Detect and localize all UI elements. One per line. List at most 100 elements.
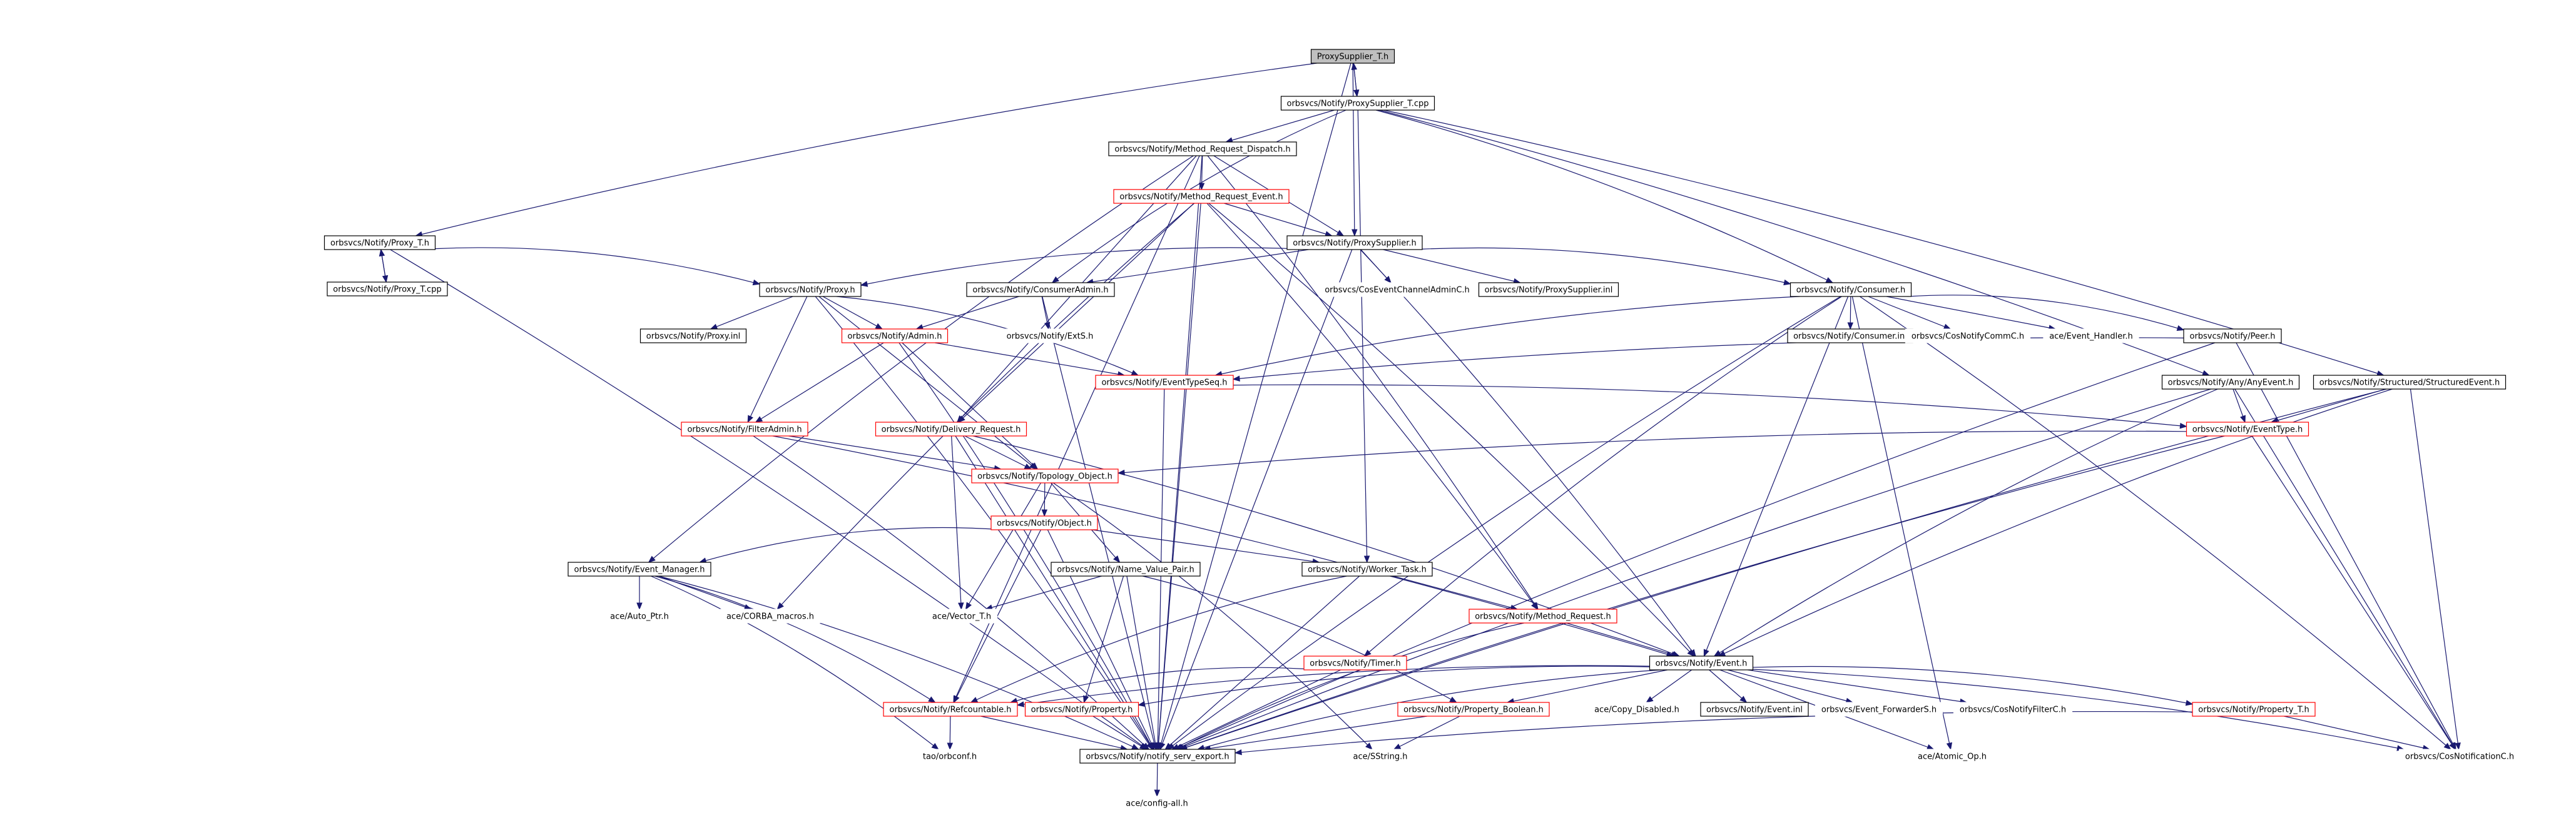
graph-node[interactable]: orbsvcs/Notify/Property_T.h [2192, 702, 2316, 717]
node-box [681, 422, 808, 437]
node-box [2192, 702, 2316, 717]
arrowhead [2176, 325, 2185, 332]
arrowhead [1531, 602, 1538, 610]
graph-node[interactable]: orbsvcs/Notify/Structured/StructuredEven… [2313, 375, 2507, 390]
dependency-edge [1159, 249, 1353, 750]
node-box [759, 282, 862, 297]
graph-node[interactable]: ace/config-all.h [1119, 796, 1194, 811]
node-box [1347, 749, 1414, 764]
graph-node[interactable]: orbsvcs/Notify/Any/AnyEvent.h [2161, 375, 2300, 390]
graph-node[interactable]: orbsvcs/Notify/Proxy_T.h [323, 235, 436, 250]
graph-node[interactable]: orbsvcs/Notify/Refcountable.h [883, 702, 1018, 717]
node-box [916, 749, 984, 764]
node-label: orbsvcs/Notify/Structured/StructuredEven… [2319, 378, 2500, 388]
graph-node[interactable]: orbsvcs/CosNotificationC.h [2398, 749, 2521, 764]
graph-node[interactable]: ace/SString.h [1347, 749, 1414, 764]
arrowhead [1138, 701, 1146, 707]
dependency-edge [1017, 665, 1650, 706]
graph-node[interactable]: orbsvcs/Notify/Topology_Object.h [971, 468, 1119, 483]
nodes-layer: ProxySupplier_T.h orbsvcs/Notify/ProxySup… [323, 49, 2521, 811]
node-box [1953, 702, 2073, 717]
node-label: ace/Vector_T.h [932, 612, 991, 622]
arrowhead [1393, 744, 1402, 750]
dependency-edge [934, 342, 1125, 376]
dependency-edge [788, 435, 1001, 470]
graph-node[interactable]: orbsvcs/Notify/ProxySupplier.h [1286, 235, 1423, 250]
graph-node[interactable]: orbsvcs/Notify/EventType.h [2186, 422, 2309, 437]
node-label: ace/Event_Handler.h [2049, 332, 2133, 342]
graph-node[interactable]: orbsvcs/Notify/ConsumerAdmin.h [966, 282, 1115, 297]
arrowhead [1131, 370, 1139, 376]
node-box [2043, 328, 2139, 343]
graph-node[interactable]: orbsvcs/CosNotifyCommC.h [1905, 328, 2031, 343]
graph-node[interactable]: orbsvcs/Event_ForwarderS.h [1815, 702, 1943, 717]
node-box [2398, 749, 2521, 764]
arrowhead [1159, 742, 1166, 751]
graph-node[interactable]: ace/CORBA_macros.h [720, 609, 821, 624]
graph-node[interactable]: ace/Vector_T.h [925, 609, 998, 624]
node-box [604, 609, 675, 624]
graph-node[interactable]: orbsvcs/Notify/Consumer.h [1789, 282, 1912, 297]
graph-node[interactable]: orbsvcs/Notify/Property.h [1024, 702, 1139, 717]
dependency-edge [951, 435, 962, 610]
arrowhead [1713, 650, 1722, 657]
graph-node[interactable]: orbsvcs/Notify/ProxySupplier_T.cpp [1280, 96, 1435, 111]
graph-node[interactable]: orbsvcs/Notify/Event.h [1649, 656, 1754, 671]
arrowhead [1365, 742, 1373, 750]
arrowhead [1739, 696, 1748, 703]
graph-node[interactable]: orbsvcs/Notify/Event.inl [1700, 702, 1809, 717]
dependency-edge [1352, 63, 1355, 236]
arrowhead [1703, 649, 1709, 657]
graph-node[interactable]: ace/Copy_Disabled.h [1588, 702, 1686, 717]
graph-node[interactable]: orbsvcs/Notify/Proxy.inl [639, 328, 747, 343]
dependency-edge [776, 203, 1195, 610]
node-label: orbsvcs/Notify/Delivery_Request.h [882, 425, 1021, 435]
graph-node[interactable]: orbsvcs/Notify/ExtS.h [1000, 328, 1100, 343]
graph-node[interactable]: ace/Auto_Ptr.h [604, 609, 675, 624]
graph-node[interactable]: orbsvcs/Notify/Name_Value_Pair.h [1051, 562, 1201, 577]
graph-node[interactable]: orbsvcs/Notify/ProxySupplier.inl [1478, 282, 1619, 297]
dependency-edge [1565, 622, 1679, 657]
graph-node[interactable]: orbsvcs/Notify/Method_Request_Dispatch.h [1108, 141, 1297, 156]
dependency-edge [1224, 203, 1332, 236]
node-label: ace/config-all.h [1126, 799, 1188, 809]
graph-node[interactable]: orbsvcs/CosEventChannelAdminC.h [1318, 282, 1476, 297]
node-box [1905, 328, 2031, 343]
dependency-edge [1907, 295, 2184, 331]
graph-node[interactable]: orbsvcs/CosNotifyFilterC.h [1953, 702, 2073, 717]
graph-node[interactable]: orbsvcs/Notify/Method_Request_Event.h [1113, 189, 1290, 204]
node-label: orbsvcs/Notify/Event.h [1656, 659, 1748, 669]
graph-node[interactable]: orbsvcs/Notify/Property_Boolean.h [1397, 702, 1550, 717]
graph-node[interactable]: orbsvcs/Notify/Timer.h [1303, 656, 1407, 671]
graph-node[interactable]: orbsvcs/Notify/Method_Request.h [1469, 609, 1617, 624]
arrowhead [1031, 462, 1039, 470]
arrowhead [1336, 230, 1345, 236]
node-label: orbsvcs/Notify/Any/AnyEvent.h [2168, 378, 2294, 388]
graph-node[interactable]: orbsvcs/Notify/Object.h [990, 515, 1098, 530]
graph-node[interactable]: orbsvcs/Notify/Delivery_Request.h [875, 422, 1027, 437]
graph-node[interactable]: orbsvcs/Notify/Worker_Task.h [1301, 562, 1433, 577]
graph-node[interactable]: orbsvcs/Notify/Proxy_T.cpp [327, 281, 448, 296]
graph-node[interactable]: orbsvcs/Notify/Consumer.inl [1787, 328, 1913, 343]
node-box [327, 281, 448, 296]
graph-node[interactable]: ace/Event_Handler.h [2043, 328, 2139, 343]
node-box [1280, 96, 1435, 111]
node-label: orbsvcs/CosNotificationC.h [2405, 752, 2514, 762]
graph-node[interactable]: ProxySupplier_T.h [1310, 49, 1395, 64]
dependency-edge [1235, 711, 2193, 754]
arrowhead [1117, 469, 1125, 476]
arrowhead [953, 695, 960, 704]
graph-node[interactable]: orbsvcs/Notify/notify_serv_export.h [1079, 749, 1236, 764]
dependency-edge [1092, 716, 1147, 750]
node-label: ace/SString.h [1353, 752, 1408, 762]
graph-node[interactable]: orbsvcs/Notify/Admin.h [841, 328, 949, 343]
graph-node[interactable]: tao/orbconf.h [916, 749, 984, 764]
graph-node[interactable]: orbsvcs/Notify/Proxy.h [759, 282, 862, 297]
dependency-edge [658, 575, 1139, 750]
graph-node[interactable]: ace/Atomic_Op.h [1912, 749, 1993, 764]
graph-node[interactable]: orbsvcs/Notify/EventTypeSeq.h [1095, 375, 1234, 390]
graph-node[interactable]: orbsvcs/Notify/FilterAdmin.h [681, 422, 808, 437]
graph-node[interactable]: orbsvcs/Notify/Event_Manager.h [568, 562, 711, 577]
graph-node[interactable]: orbsvcs/Notify/Peer.h [2183, 328, 2282, 343]
